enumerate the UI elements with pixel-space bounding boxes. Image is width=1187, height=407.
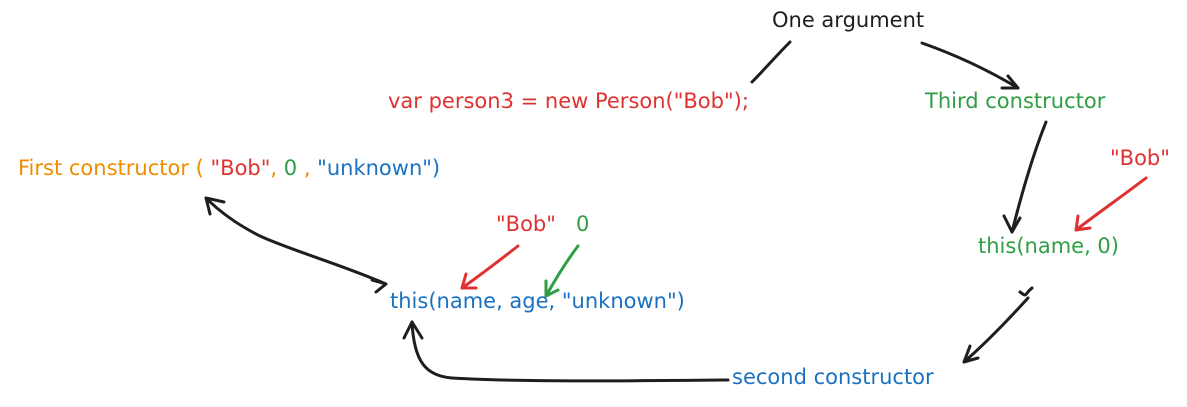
first-constructor-arg-name: "Bob" [210,156,271,180]
first-constructor-comma-1: , [270,156,284,180]
arrow-second-constructor-to-this-three-args [402,320,730,383]
first-constructor-comma-2: , [297,156,318,180]
second-constructor-label: second constructor [732,365,934,389]
arrow-bob-to-name [460,244,520,290]
bob-label-middle: "Bob" [496,212,556,236]
code-line: var person3 = new Person("Bob"); [388,89,749,113]
first-constructor-label: First constructor ( "Bob", 0 , "unknown"… [18,158,440,179]
arrow-zero-to-age [544,244,580,298]
bob-label-right: "Bob" [1110,146,1170,170]
zero-label-middle: 0 [576,212,590,236]
arrow-bob-to-this-name-zero [1074,176,1148,232]
arrow-one-argument-to-third-constructor [920,41,1020,90]
one-argument-label: One argument [772,8,925,32]
arrow-one-argument-to-code [750,40,792,84]
first-constructor-arg-unknown: "unknown" [317,156,432,180]
first-constructor-arg-age: 0 [283,156,298,180]
third-constructor-label: Third constructor [925,89,1106,113]
this-name-zero-label: this(name, 0) [978,234,1119,258]
arrow-this-three-args-to-first-constructor [204,196,388,294]
first-constructor-prefix: First constructor ( [18,156,211,180]
arrow-third-constructor-to-this-name-zero [1002,120,1048,234]
this-three-args-label: this(name, age, "unknown") [390,289,685,313]
arrow-this-name-zero-to-second-constructor [962,286,1034,364]
first-constructor-suffix: ) [431,156,441,180]
